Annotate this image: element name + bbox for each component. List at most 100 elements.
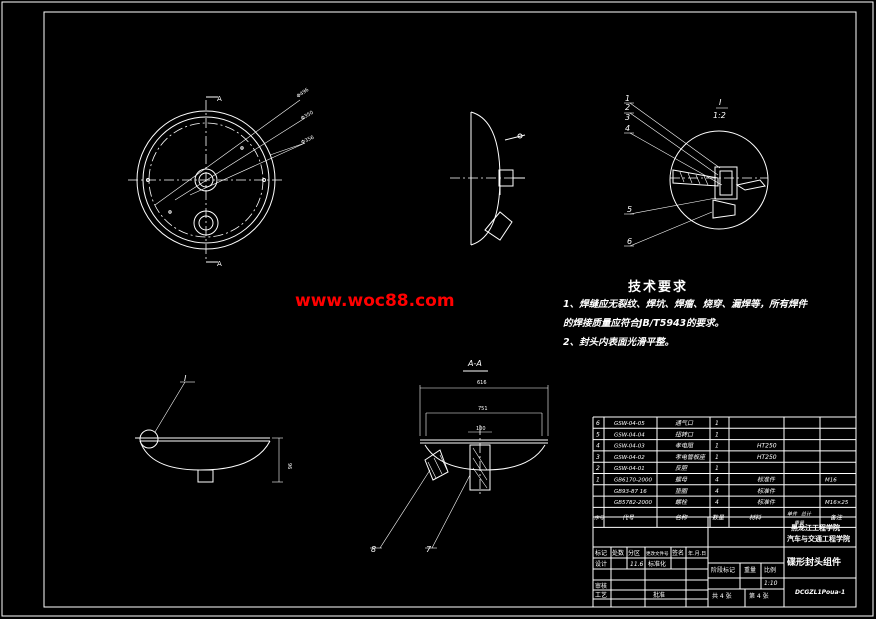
tb-date: 年.月.日 <box>688 550 706 557</box>
bom-h-no: 序号 <box>594 514 605 521</box>
bom-note: M16 <box>825 478 837 484</box>
bom-code: GSW-04-04 <box>614 432 645 438</box>
dim-overall-width: 616 <box>477 380 487 386</box>
dim-height: 96 <box>286 463 292 469</box>
callout-3: 3 <box>625 113 630 122</box>
bom-code: GSW-04-02 <box>614 455 645 461</box>
callout-2: 2 <box>625 103 630 112</box>
tech-heading: 技术要求 <box>627 280 688 295</box>
tb-count: 处数 <box>612 549 624 557</box>
bom-code: GSW-04-03 <box>614 444 645 450</box>
tech-line-2: 的焊接质量应符合JB/T5943的要求。 <box>563 318 725 329</box>
tb-drawing-no: DCGZL1Poua-1 <box>795 589 845 596</box>
bom-no: 5 <box>596 431 600 438</box>
section-view-title: A-A <box>467 359 482 368</box>
tb-weight: 重量 <box>744 566 756 574</box>
detail-title: I <box>719 98 722 107</box>
bom-mat: 标准件 <box>757 498 776 506</box>
bom-name: 螺母 <box>675 476 688 484</box>
tb-doc: 更改文件号 <box>646 550 669 557</box>
dim-neck: 100 <box>476 426 486 432</box>
bom-no: 4 <box>596 443 600 450</box>
bom-note: M16×25 <box>825 500 849 506</box>
section-mark-top: A <box>217 95 222 103</box>
section-mark-bottom: A <box>217 260 222 268</box>
callout-6: 6 <box>627 237 632 246</box>
callout-5: 5 <box>627 205 632 214</box>
front-view <box>128 96 306 263</box>
bom-name: 通气口 <box>675 419 694 427</box>
tech-line-1: 1、焊缝应无裂纹、焊坑、焊瘤、烧穿、漏焊等，所有焊件 <box>563 299 808 310</box>
bom-name: 反胆 <box>675 465 688 472</box>
bom-h-unit: 单件 <box>787 510 798 517</box>
bom-name: 垫圈 <box>675 487 688 495</box>
bom-qty: 1 <box>715 431 719 438</box>
bom-qty: 1 <box>715 465 719 472</box>
dim-circle-c: Φ356 <box>300 135 315 146</box>
tb-review: 审核 <box>595 582 607 590</box>
bom-mat: HT250 <box>757 454 777 461</box>
bom-mat: HT250 <box>757 443 777 450</box>
bom-table: 6 GSW-04-05 通气口 1 5 GSW-04-04 扭转口 1 4 GSW-04-03 孝电… <box>592 416 857 528</box>
side-view <box>450 111 526 246</box>
bom-qty: 4 <box>715 499 719 506</box>
bom-qty: 1 <box>715 443 719 450</box>
drawing-border <box>43 11 857 608</box>
bom-mat: 标准件 <box>757 487 776 495</box>
bom-name: 孝电管板座 <box>675 453 706 461</box>
tb-standard: 标准化 <box>648 560 666 568</box>
tb-school2: 汽车与交通工程学院 <box>787 534 850 543</box>
bom-qty: 1 <box>715 420 719 427</box>
callout-4: 4 <box>625 124 630 133</box>
bom-no: 6 <box>596 420 600 427</box>
dim-circle-b: Φ350 <box>300 110 315 122</box>
bom-h-weight: 重量 <box>794 519 805 526</box>
tb-sign: 签名 <box>672 549 684 557</box>
bom-name: 孝电阻 <box>675 442 694 450</box>
bom-mat: 标准件 <box>757 476 776 484</box>
bom-code: GSW-04-05 <box>614 421 645 427</box>
callout-7: 7 <box>426 545 432 554</box>
tb-sheets: 共 4 张 <box>712 592 732 600</box>
tb-sheet: 第 4 张 <box>749 592 769 600</box>
section-view <box>370 370 549 549</box>
tb-school1: 黑龙江工程学院 <box>791 523 840 532</box>
detail-view <box>624 102 769 247</box>
tb-scale: 比例 <box>764 566 776 574</box>
bom-qty: 4 <box>715 477 719 484</box>
tb-mark: 标记 <box>595 549 607 557</box>
tb-part-name: 碟形封头组件 <box>787 556 841 568</box>
callout-1: 1 <box>625 94 630 103</box>
dim-inner-width: 751 <box>478 406 488 412</box>
tb-approve: 批准 <box>653 591 665 599</box>
bom-qty: 4 <box>715 488 719 495</box>
bom-code: GSW-04-01 <box>614 466 645 472</box>
tb-scale-value: 1:10 <box>764 580 778 587</box>
bom-qty: 1 <box>715 454 719 461</box>
title-block <box>592 516 857 608</box>
tb-design: 设计 <box>595 560 607 568</box>
bottom-left-view <box>135 381 283 483</box>
bom-h-code: 代号 <box>622 514 635 521</box>
detail-ref: I <box>184 374 187 383</box>
bom-h-total: 总计 <box>801 510 812 517</box>
bom-code: GB93-87 16 <box>614 489 647 495</box>
tech-requirements: 技术要求 1、焊缝应无裂纹、焊坑、焊瘤、烧穿、漏焊等，所有焊件 的焊接质量应符合… <box>563 276 863 352</box>
watermark: www.woc88.com <box>295 291 455 311</box>
tb-zone: 分区 <box>628 549 640 557</box>
bom-no: 3 <box>596 454 600 461</box>
tb-design-date: 11.6 <box>630 561 644 568</box>
dim-circle-a: Φ496 <box>296 87 310 100</box>
bom-code: GB6170-2000 <box>614 478 653 484</box>
bom-code: GB5782-2000 <box>614 500 653 506</box>
tb-stage: 阶段标记 <box>711 566 735 574</box>
bom-no: 2 <box>596 465 600 472</box>
callout-8: 8 <box>371 545 376 554</box>
tb-process: 工艺 <box>595 591 607 599</box>
bom-name: 螺栓 <box>675 498 688 506</box>
detail-scale: 1:2 <box>713 111 726 120</box>
tech-line-3: 2、封头内表面光滑平整。 <box>563 337 675 348</box>
bom-name: 扭转口 <box>675 430 694 438</box>
